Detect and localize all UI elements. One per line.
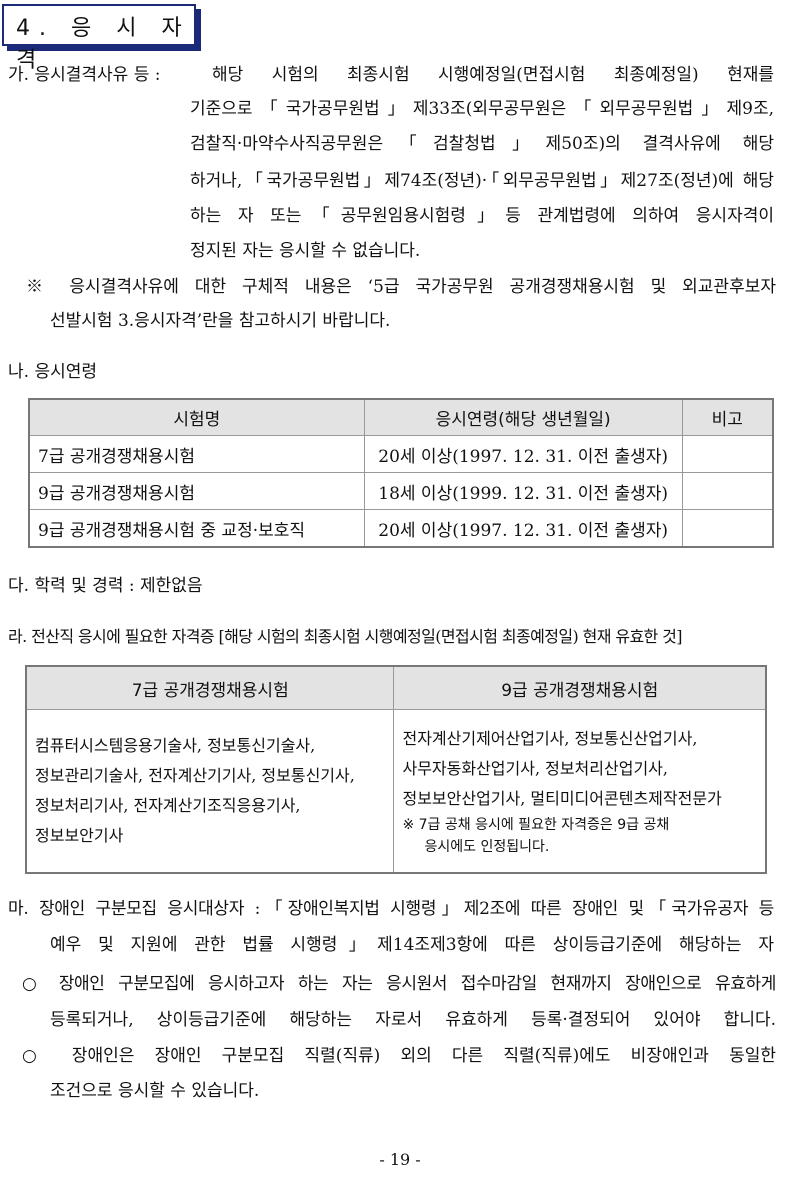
table-row: 컴퓨터시스템응용기술사, 정보통신기술사, 정보관리기술사, 전자계산기기사, …	[25, 709, 767, 874]
age-table-header: 시험명 응시연령(해당 생년월일) 비고	[28, 398, 774, 436]
certificate-line: 사무자동화산업기사, 정보처리산업기사,	[402, 759, 668, 778]
na-label: 나. 응시연령	[8, 362, 98, 382]
ga-note-line-2: 선발시험 3.응시자격’란을 참고하시기 바랍니다.	[50, 311, 391, 331]
ga-first-line: 해당 시험의 최종시험 시행예정일(면접시험 최종예정일) 현재를	[212, 65, 774, 85]
certificate-line: 정보관리기술사, 전자계산기기사, 정보통신기사,	[35, 766, 355, 785]
remarks-cell	[681, 472, 774, 510]
ma-bullet2-line-2: 조건으로 응시할 수 있습니다.	[50, 1081, 260, 1101]
certificate-line: 정보보안기사	[35, 826, 124, 845]
page-number: - 19 -	[379, 1150, 421, 1169]
ma-bullet1-line-1: ○ 장애인 구분모집에 응시하고자 하는 자는 응시원서 접수마감일 현재까지 …	[22, 974, 776, 994]
ga-line-4: 하는 자 또는「공무원임용시험령」등 관계법령에 의하여 응시자격이	[190, 206, 774, 226]
ga-line-1: 기준으로「국가공무원법」제33조(외무공무원은「외무공무원법」제9조,	[190, 99, 774, 119]
certificate-table: 7급 공개경쟁채용시험 9급 공개경쟁채용시험 컴퓨터시스템응용기술사, 정보통…	[25, 665, 767, 874]
table-row: 7급 공개경쟁채용시험 20세 이상(1997. 12. 31. 이전 출생자)	[28, 435, 774, 473]
certificate-line: 정보보안산업기사, 멀티미디어콘텐츠제작전문가	[402, 789, 722, 808]
header-exam-name: 시험명	[28, 398, 365, 436]
exam-name-cell: 9급 공개경쟁채용시험 중 교정·보호직	[28, 509, 365, 548]
remarks-cell	[681, 509, 774, 548]
age-cell: 20세 이상(1997. 12. 31. 이전 출생자)	[363, 509, 683, 548]
ga-line-5: 정지된 자는 응시할 수 없습니다.	[190, 241, 421, 261]
table-row: 9급 공개경쟁채용시험 중 교정·보호직 20세 이상(1997. 12. 31…	[28, 509, 774, 548]
certificate-line: 정보처리기사, 전자계산기조직응용기사,	[35, 796, 301, 815]
grade7-certificates: 컴퓨터시스템응용기술사, 정보통신기술사, 정보관리기술사, 전자계산기기사, …	[25, 709, 395, 874]
ma-line-2: 예우 및 지원에 관한 법률 시행령」제14조제3항에 따른 상이등급기준에 해…	[50, 935, 774, 955]
section-title: 4. 응 시 자 격	[16, 16, 191, 73]
header-remarks: 비고	[681, 398, 774, 436]
exam-name-cell: 7급 공개경쟁채용시험	[28, 435, 365, 473]
ga-line-3: 하거나,「국가공무원법」제74조(정년)·「외무공무원법」제27조(정년)에 해…	[190, 171, 774, 191]
table-row: 9급 공개경쟁채용시험 18세 이상(1999. 12. 31. 이전 출생자)	[28, 472, 774, 510]
header-grade9: 9급 공개경쟁채용시험	[393, 665, 767, 710]
section-title-box: 4. 응 시 자 격	[2, 4, 196, 73]
ma-line-1: 마. 장애인 구분모집 응시대상자 :「장애인복지법 시행령」제2조에 따른 장…	[8, 899, 774, 919]
exam-name-cell: 9급 공개경쟁채용시험	[28, 472, 365, 510]
age-cell: 20세 이상(1997. 12. 31. 이전 출생자)	[363, 435, 683, 473]
age-table: 시험명 응시연령(해당 생년월일) 비고 7급 공개경쟁채용시험 20세 이상(…	[28, 398, 774, 548]
grade9-certificates: 전자계산기제어산업기사, 정보통신산업기사, 사무자동화산업기사, 정보처리산업…	[393, 709, 767, 874]
certificate-line: 컴퓨터시스템응용기술사, 정보통신기술사,	[35, 736, 316, 755]
certificate-note-line-2: 응시에도 인정됩니다.	[424, 839, 550, 855]
remarks-cell	[681, 435, 774, 473]
ma-bullet2-line-1: ○ 장애인은 장애인 구분모집 직렬(직류) 외의 다른 직렬(직류)에도 비장…	[22, 1046, 776, 1066]
ra-label: 라. 전산직 응시에 필요한 자격증 [해당 시험의 최종시험 시행예정일(면접…	[8, 627, 683, 646]
age-cell: 18세 이상(1999. 12. 31. 이전 출생자)	[363, 472, 683, 510]
certificate-line: 전자계산기제어산업기사, 정보통신산업기사,	[402, 729, 698, 748]
header-grade7: 7급 공개경쟁채용시험	[25, 665, 395, 710]
header-age: 응시연령(해당 생년월일)	[363, 398, 683, 436]
ga-note-line-1: ※ 응시결격사유에 대한 구체적 내용은 ‘5급 국가공무원 공개경쟁채용시험 …	[26, 277, 776, 297]
da-label: 다. 학력 및 경력 : 제한없음	[8, 576, 203, 596]
certificate-note-line-1: ※ 7급 공채 응시에 필요한 자격증은 9급 공채	[402, 817, 670, 833]
ma-bullet1-line-2: 등록되거나, 상이등급기준에 해당하는 자로서 유효하게 등록·결정되어 있어야…	[50, 1010, 776, 1030]
ga-label: 가. 응시결격사유 등 :	[8, 65, 161, 85]
certificate-table-header: 7급 공개경쟁채용시험 9급 공개경쟁채용시험	[25, 665, 767, 710]
ga-line-2: 검찰직·마약수사직공무원은「검찰청법」제50조)의 결격사유에 해당	[190, 134, 774, 154]
